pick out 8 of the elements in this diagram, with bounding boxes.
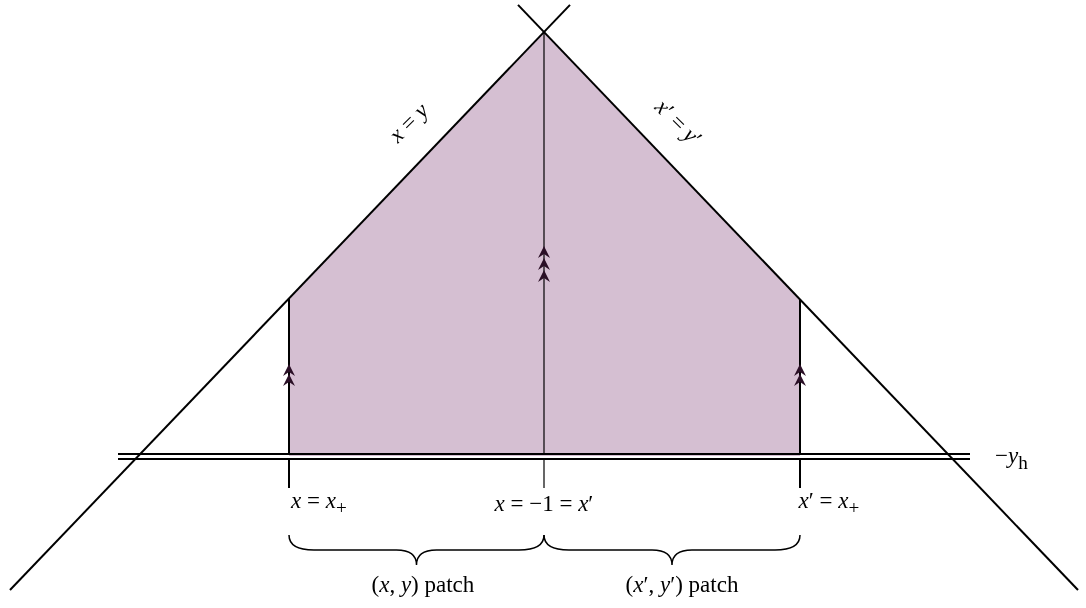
patch-label: (x′, y′) patch — [625, 572, 739, 596]
coordinate-label: x = −1 = x′ — [494, 491, 594, 515]
line-label: x = y — [383, 98, 432, 146]
patch-label: (x, y) patch — [371, 572, 475, 596]
horizon-label: −y$_{h}$ — [995, 444, 1028, 472]
line-label: x′ = y′ — [650, 94, 706, 150]
coordinate-label: x′ = x$_{+}$ — [798, 489, 860, 517]
coordinate-label: x = x$_{+}$ — [291, 489, 347, 517]
